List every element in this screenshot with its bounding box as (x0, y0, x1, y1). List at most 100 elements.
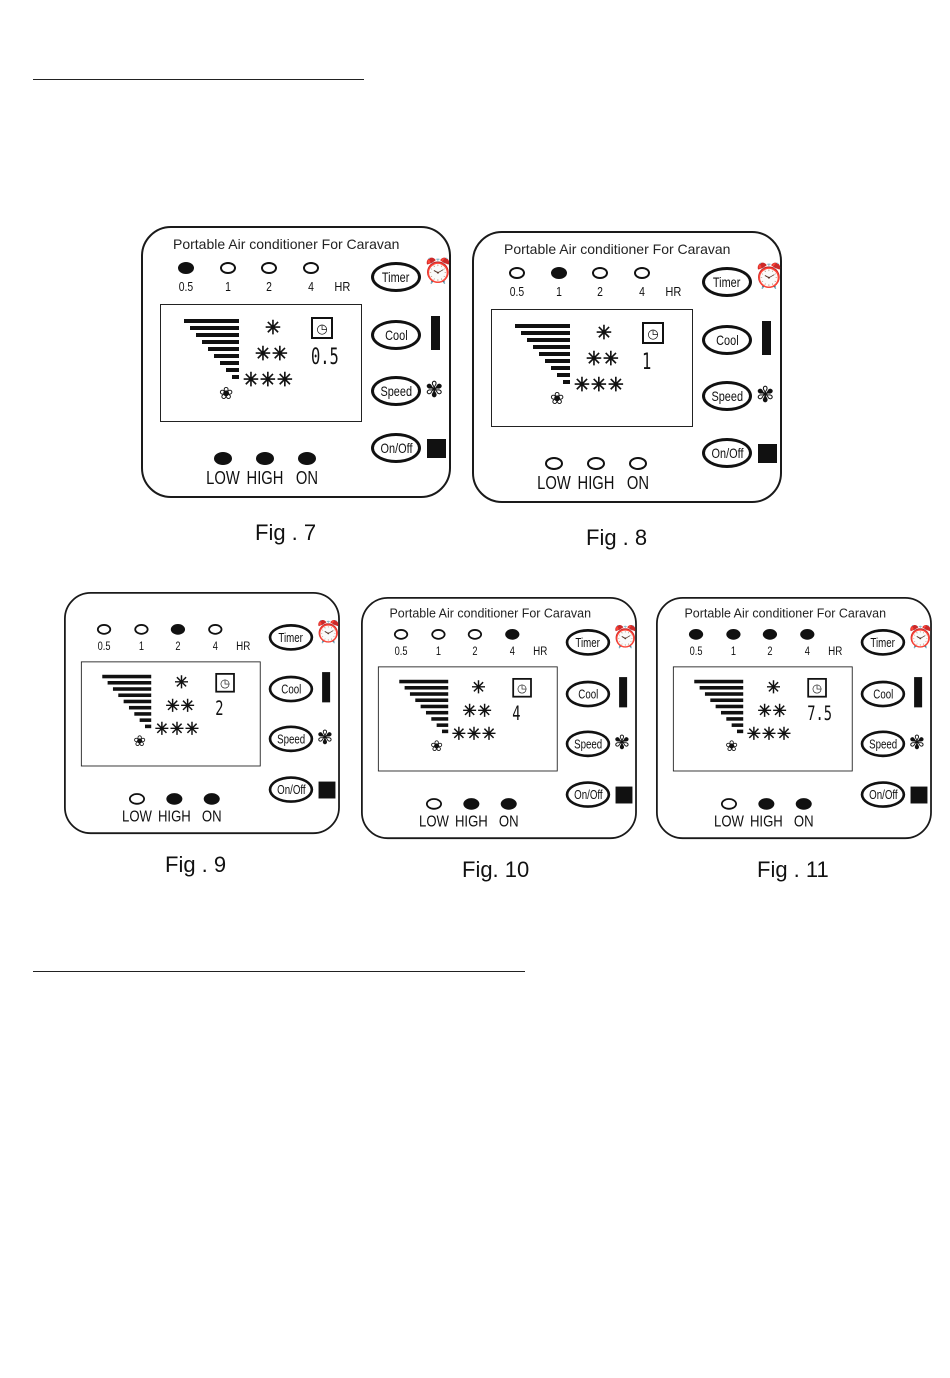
speed-button[interactable]: Speed (268, 725, 314, 753)
fan-indicator-low (214, 452, 232, 465)
on-off-button[interactable]: On/Off (565, 781, 611, 808)
on-off-button-label: On/Off (573, 787, 603, 802)
cool-button[interactable]: Cool (565, 680, 611, 708)
fan-indicator-on (795, 798, 812, 810)
hour-indicator-1 (726, 629, 741, 640)
level-bar (731, 723, 744, 727)
on-off-button[interactable]: On/Off (268, 776, 314, 803)
level-bar (533, 345, 570, 349)
level-bars (98, 674, 152, 731)
lcd-display: ✳✳✳✳✳✳❀◷2 (80, 661, 261, 767)
fan-label-on: ON (626, 473, 650, 493)
cool-button-label: Cool (384, 327, 408, 343)
level-bar (699, 686, 744, 690)
on-off-button[interactable]: On/Off (860, 781, 906, 808)
timer-button[interactable]: Timer (268, 624, 314, 651)
fan-blade-icon: ❀ (133, 732, 147, 750)
level-bar (515, 324, 570, 328)
fan-label-high: HIGH (246, 468, 284, 488)
figure-caption: Fig . 11 (757, 857, 829, 882)
hour-indicator-1 (551, 267, 567, 279)
level-bar (441, 729, 449, 734)
fan-indicator-on (203, 793, 220, 805)
speed-button-label: Speed (276, 731, 305, 746)
fan-indicator-low (425, 798, 442, 810)
snowflake-icon: ✳ (471, 678, 487, 698)
alarm-clock-icon: ⏰ (611, 625, 639, 650)
timer-button-label: Timer (575, 635, 601, 650)
fan-indicator-low (128, 793, 145, 805)
level-bar (409, 692, 449, 696)
snowflake-icon: ✳✳✳ (154, 720, 200, 739)
hour-label: 2 (472, 644, 478, 658)
hour-indicator-2 (762, 629, 778, 640)
cool-button-label: Cool (577, 686, 598, 702)
cool-button[interactable]: Cool (860, 680, 906, 708)
fan-icon: ✾ (756, 382, 775, 407)
cool-button-label: Cool (872, 686, 893, 702)
hour-indicator-1 (431, 629, 446, 640)
speed-button[interactable]: Speed (860, 730, 906, 758)
cool-indicator-bar-icon (619, 677, 628, 708)
level-bar (431, 717, 449, 721)
level-bar (139, 718, 152, 722)
hour-label: 0.5 (97, 639, 111, 653)
speed-button-label: Speed (380, 383, 412, 399)
timer-button[interactable]: Timer (371, 262, 421, 292)
timer-value-readout: 7.5 (807, 702, 833, 726)
stop-square-icon (427, 439, 446, 458)
snowflake-icon: ✳✳✳ (746, 725, 792, 744)
timer-button-label: Timer (713, 274, 741, 290)
level-bar (404, 686, 449, 690)
speed-button[interactable]: Speed (702, 381, 752, 411)
fan-label-on: ON (295, 468, 319, 488)
snowflake-icon: ✳✳ (757, 702, 788, 721)
hour-label: 4 (308, 279, 314, 294)
cool-button[interactable]: Cool (702, 325, 752, 355)
fan-icon: ✾ (908, 731, 926, 754)
level-bar (420, 704, 449, 709)
figure-caption: Fig . 8 (586, 525, 648, 550)
level-bar (128, 705, 152, 710)
level-bar (190, 326, 239, 330)
timer-button[interactable]: Timer (860, 629, 906, 656)
fan-label-high: HIGH (577, 473, 615, 493)
level-bar (563, 380, 570, 384)
on-off-button[interactable]: On/Off (371, 433, 421, 463)
on-off-button[interactable]: On/Off (702, 438, 752, 468)
panel-title: Portable Air conditioner For Caravan (173, 236, 400, 252)
level-bar (527, 338, 570, 342)
level-bar (726, 717, 744, 721)
fan-indicator-low (545, 457, 563, 470)
level-bar (720, 710, 744, 715)
snowflake-icon: ✳✳ (586, 349, 620, 370)
timer-button-label: Timer (870, 635, 896, 650)
fan-label-low: LOW (714, 812, 744, 831)
level-bar (220, 361, 239, 365)
hour-label: 2 (175, 639, 181, 653)
level-bar (521, 331, 570, 335)
speed-button[interactable]: Speed (565, 730, 611, 758)
hour-indicator-4 (505, 629, 520, 640)
snowflake-icon: ✳✳ (255, 344, 289, 365)
alarm-clock-icon: ⏰ (906, 625, 934, 650)
level-bar (196, 333, 239, 337)
level-bar (694, 679, 744, 684)
level-bar (102, 674, 152, 679)
cool-button[interactable]: Cool (371, 320, 421, 350)
level-bar (539, 352, 570, 356)
cool-indicator-bar-icon (322, 672, 331, 703)
alarm-clock-icon: ⏰ (754, 263, 784, 290)
fan-indicator-on (629, 457, 647, 470)
cool-button[interactable]: Cool (268, 675, 314, 703)
alarm-clock-icon: ⏰ (314, 620, 342, 645)
speed-button[interactable]: Speed (371, 376, 421, 406)
hour-label: 1 (225, 279, 231, 294)
timer-button[interactable]: Timer (702, 267, 752, 297)
timer-button[interactable]: Timer (565, 629, 611, 656)
hour-indicator-0-5 (393, 629, 409, 640)
